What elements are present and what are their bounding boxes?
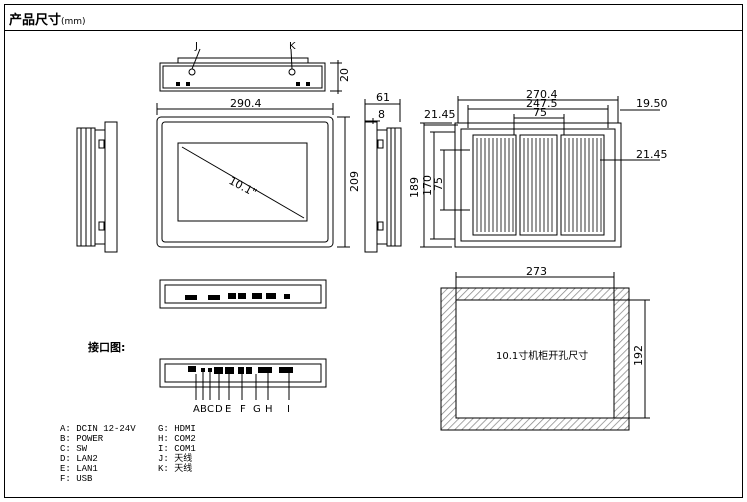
port-letter-c: C (207, 404, 214, 415)
dim-side-bezel: 8 (378, 108, 385, 121)
back-view (420, 96, 660, 248)
dim-back-h2: 170 (421, 175, 434, 196)
port-letter-h: H (265, 404, 273, 415)
drawing-frame: 产品尺寸(mm) (4, 4, 743, 498)
dim-front-width: 290.4 (230, 97, 262, 110)
dim-cutout-height: 192 (632, 345, 645, 366)
port-diagram-title: 接口图: (88, 341, 126, 354)
dim-front-height: 209 (348, 171, 361, 192)
right-side-view (364, 99, 402, 253)
port-letter-f: F (240, 404, 246, 415)
port-letters: A B C D E F G H I (193, 404, 290, 415)
legend-left: A: DCIN 12-24V B: POWER C: SW D: LAN2 E:… (60, 424, 136, 484)
dim-back-right-offset: 19.50 (636, 97, 668, 110)
top-view (159, 48, 342, 94)
port-letter-g: G (253, 404, 261, 415)
title-text: 产品尺寸 (9, 13, 62, 28)
legend-item-j: J: 天线 (158, 454, 193, 464)
legend-item-a: A: DCIN 12-24V (60, 424, 136, 434)
port-letter-a: A (193, 404, 200, 415)
left-side-view (76, 121, 118, 253)
dim-cutout-width: 273 (526, 265, 547, 278)
legend-item-k: K: 天线 (158, 464, 193, 474)
legend-item-d: D: LAN2 (60, 454, 98, 464)
port-letter-e: E (225, 404, 231, 415)
dim-back-left-offset: 21.45 (424, 108, 456, 121)
port-view (159, 358, 327, 400)
legend-item-h: H: COM2 (158, 434, 196, 444)
legend-item-c: C: SW (60, 444, 88, 454)
label-j: J (194, 41, 198, 52)
title-unit: (mm) (61, 17, 86, 27)
dim-side-depth: 61 (376, 91, 390, 104)
legend-item-g: G: HDMI (158, 424, 196, 434)
port-letter-d: D (215, 404, 223, 415)
dim-diagonal: 10.1" (227, 174, 259, 199)
bottom-view (159, 279, 327, 309)
port-letter-b: B (200, 404, 207, 415)
dim-back-width: 270.4 (526, 88, 558, 101)
front-view (156, 103, 350, 248)
header-bar: 产品尺寸(mm) (5, 5, 742, 31)
dim-back-h3: 75 (432, 177, 445, 191)
dim-top-depth: 20 (338, 68, 351, 82)
legend-item-e: E: LAN1 (60, 464, 98, 474)
dim-back-mount: 247.5 (526, 97, 558, 110)
legend-item-f: F: USB (60, 474, 93, 484)
port-letter-i: I (287, 404, 290, 415)
page-title: 产品尺寸(mm) (9, 9, 86, 28)
label-k: K (289, 41, 296, 52)
dim-back-right-v: 21.45 (636, 148, 668, 161)
legend-item-i: I: COM1 (158, 444, 196, 454)
dim-back-center: 75 (533, 106, 547, 119)
dim-back-h1: 189 (408, 177, 421, 198)
cutout-label: 10.1寸机柜开孔尺寸 (496, 349, 588, 362)
legend-item-b: B: POWER (60, 434, 104, 444)
legend-right: G: HDMI H: COM2 I: COM1 J: 天线 K: 天线 (158, 424, 196, 474)
cutout-view (440, 272, 650, 431)
